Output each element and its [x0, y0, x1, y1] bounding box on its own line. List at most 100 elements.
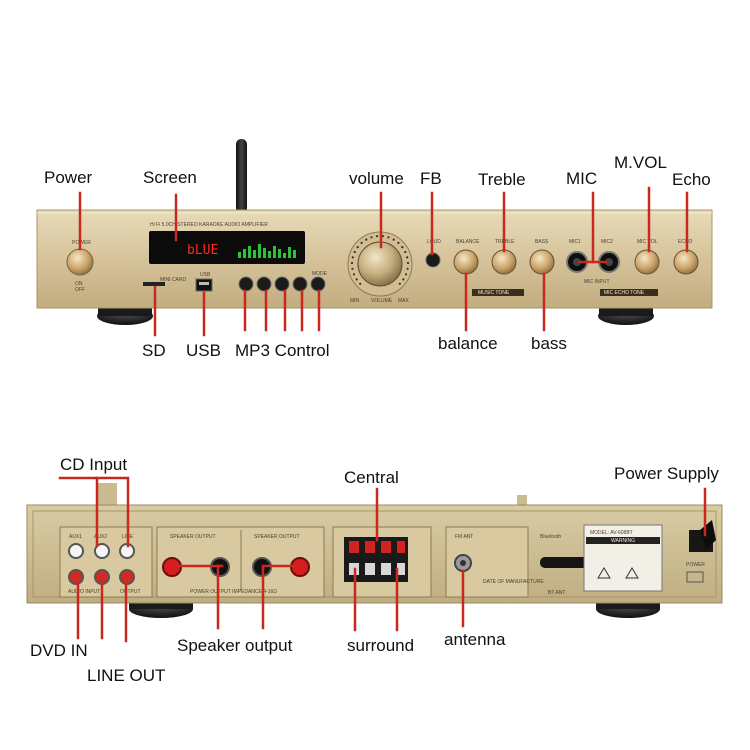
volume-tick	[359, 282, 362, 285]
volume-tick	[376, 235, 379, 238]
loud-mark: LOUD	[427, 239, 441, 245]
aux1-mark: AUX1	[69, 534, 82, 540]
aux2-mark: AUX2	[94, 534, 107, 540]
label-bass: bass	[531, 334, 567, 353]
eq-bar	[288, 247, 291, 258]
eq-bar	[278, 249, 281, 258]
mp3-button-3[interactable]	[274, 276, 290, 292]
mic-vol-mark: MIC VOL	[637, 239, 658, 245]
volume-tick	[406, 267, 409, 270]
bluetooth-mark: Bluetooth	[540, 534, 561, 540]
eq-bar	[253, 250, 256, 258]
volume-tick	[392, 238, 395, 241]
mode-mark: MODE	[312, 271, 328, 277]
volume-tick	[350, 261, 354, 265]
usb-mark: USB	[200, 272, 211, 278]
label-echo: Echo	[672, 170, 711, 189]
label-antenna: antenna	[444, 630, 506, 649]
volume-tick	[381, 235, 384, 238]
rear-power-mark: POWER	[686, 562, 705, 568]
bt-ant-mark: BT ANT	[548, 590, 565, 596]
mp3-button-4[interactable]	[292, 276, 308, 292]
label-usb: USB	[186, 341, 221, 360]
rca-line-red[interactable]	[119, 569, 135, 585]
volume-tick	[370, 236, 373, 239]
impedance-mark: POWER OUTPUT IMPEDANCE 4-16Ω	[190, 589, 277, 595]
label-treble: Treble	[478, 170, 526, 189]
output-mark: OUTPUT	[120, 589, 141, 595]
volume-tick	[360, 241, 363, 244]
label-sd: SD	[142, 341, 166, 360]
eq-bar	[258, 244, 261, 258]
mp3-button-1[interactable]	[238, 276, 254, 292]
mp3-button-2[interactable]	[256, 276, 272, 292]
volume-tick	[401, 246, 404, 249]
speaker-output-mark-left: SPEAKER OUTPUT	[170, 534, 216, 540]
fm-ant-mark: FM ANT	[455, 534, 473, 540]
label-power: Power	[44, 168, 93, 187]
speaker-output-mark-right: SPEAKER OUTPUT	[254, 534, 300, 540]
rca-aux1-red[interactable]	[68, 569, 84, 585]
balance-knob[interactable]	[453, 249, 479, 275]
rear-panel: AUX1 AUX2 LINE AUDIO INPUT OUTPUT SPEAKE…	[26, 483, 723, 618]
sd-mark: MINI CARD	[160, 277, 187, 283]
volume-tick	[406, 256, 409, 259]
label-line-out: LINE OUT	[87, 666, 165, 685]
eq-bar	[243, 249, 246, 258]
label-dvd-in: DVD IN	[30, 641, 88, 660]
power-off-mark: OFF	[75, 287, 85, 293]
volume-tick	[352, 273, 356, 276]
rca-aux2-white[interactable]	[94, 543, 110, 559]
eq-bar	[268, 251, 271, 258]
mp3-button-5[interactable]	[310, 276, 326, 292]
lcd-screen	[149, 231, 305, 264]
bass-knob[interactable]	[529, 249, 555, 275]
eq-bar	[283, 253, 286, 258]
eq-bar	[238, 252, 241, 258]
label-power-supply: Power Supply	[614, 464, 719, 483]
bass-mark: BASS	[535, 239, 549, 245]
volume-tick	[351, 267, 354, 270]
warning-mark: WARNING	[611, 538, 635, 544]
date-mark: DATE OF MANUFACTURE	[483, 579, 544, 585]
label-speaker-output: Speaker output	[177, 636, 293, 655]
volume-tick	[365, 238, 368, 241]
label-cd-input: CD Input	[60, 455, 127, 474]
label-balance: balance	[438, 334, 498, 353]
rca-aux2-red[interactable]	[94, 569, 110, 585]
volume-tick	[387, 236, 390, 239]
mic-echo-tone-mark: MIC ECHO TONE	[604, 290, 645, 296]
equalizer-bars	[238, 244, 296, 258]
label-mp3-control: MP3 Control	[235, 341, 329, 360]
power-mark: POWER	[72, 240, 91, 246]
model-text: Hi Fi 5.0CH STEREO KARAOKE AUDIO AMPLIFI…	[150, 222, 268, 228]
volume-tick	[353, 250, 356, 254]
rca-aux1-white[interactable]	[68, 543, 84, 559]
leader-lines	[58, 186, 707, 643]
callout-labels: Power Screen volume FB Treble MIC M.VOL …	[30, 153, 719, 685]
volume-mark: VOLUME	[371, 298, 393, 304]
power-button[interactable]	[66, 248, 94, 276]
balance-mark: BALANCE	[456, 239, 480, 245]
volume-tick	[404, 273, 408, 276]
audio-input-mark: AUDIO INPUT	[68, 589, 100, 595]
treble-knob[interactable]	[491, 249, 517, 275]
label-central: Central	[344, 468, 399, 487]
label-screen: Screen	[143, 168, 197, 187]
eq-bar	[248, 246, 251, 258]
volume-knob[interactable]	[357, 241, 403, 287]
echo-knob[interactable]	[673, 249, 699, 275]
mic2-mark: MIC2	[601, 239, 613, 245]
mic-input-mark: MIC INPUT	[584, 279, 610, 285]
power-on-mark: ON	[75, 281, 83, 287]
echo-mark: ECHO	[678, 239, 693, 245]
model-plate: MODEL: AV-608BT	[590, 530, 633, 536]
antenna-icon	[236, 139, 247, 213]
mic-vol-knob[interactable]	[634, 249, 660, 275]
label-fb: FB	[420, 169, 442, 188]
label-volume: volume	[349, 169, 404, 188]
volume-max-mark: MAX	[398, 298, 410, 304]
label-mic: MIC	[566, 169, 597, 188]
sd-slot[interactable]	[143, 282, 165, 286]
